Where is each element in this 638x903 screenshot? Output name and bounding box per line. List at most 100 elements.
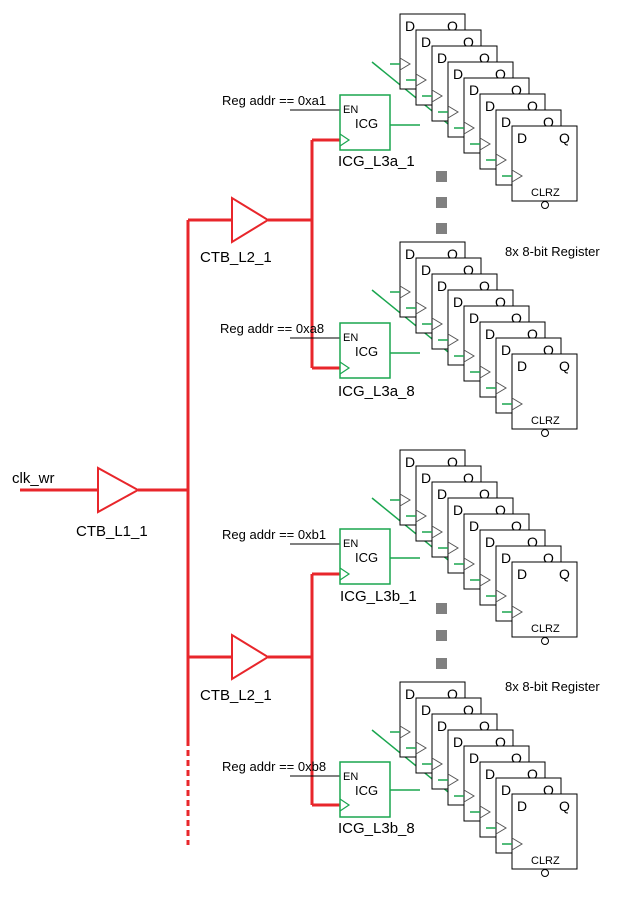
ellipsis-dot [436,171,447,182]
icg-en-pin-label: EN [343,538,358,550]
icg-clock-pin [339,798,351,812]
ctb-l1-buffer: CTB_L1_1 [76,466,148,540]
flip-flop-box [511,125,578,202]
flip-flop-d-label: D [437,718,447,734]
flip-flop-q-label: Q [511,750,522,766]
flip-flop-clock-pin [399,57,411,71]
flip-flop-q-label: Q [559,358,570,374]
ellipsis-dot [436,658,447,669]
ellipsis-dot [436,197,447,208]
icg-enable-label: Reg addr == 0xb1 [222,527,326,542]
ellipsis-dot [436,603,447,614]
flip-flop-q-label: Q [511,310,522,326]
register-caption: 8x 8-bit Register [505,244,600,259]
flip-flop-clr-label: CLRZ [531,623,560,635]
flip-flop-clock-pin [415,73,427,87]
flip-flop-clr-label: CLRZ [531,415,560,427]
flip-flop-clock-pin [511,397,523,411]
flip-flop-q-label: Q [543,550,554,566]
icg-type-label: ICG [355,783,378,798]
flip-flop-clr-label: CLRZ [531,855,560,867]
flip-flop-d-label: D [501,550,511,566]
clr-inversion-bubble [541,429,549,437]
ellipsis-dot [436,630,447,641]
flip-flop-clr-label: CLRZ [531,187,560,199]
ellipsis-dots-b [436,603,447,669]
flip-flop-clock-pin [415,301,427,315]
flip-flop-d-label: D [437,50,447,66]
flip-flop-q-label: Q [479,278,490,294]
flip-flop-d-label: D [437,278,447,294]
flip-flop-q-label: Q [543,114,554,130]
flip-flop-d-label: D [453,734,463,750]
flip-flop-q-label: Q [447,454,458,470]
flip-flop-clock-pin [447,773,459,787]
flip-flop-box [511,353,578,430]
clr-inversion-bubble [541,201,549,209]
flip-flop-d-label: D [469,750,479,766]
flip-flop-q-label: Q [463,34,474,50]
icg-en-pin-label: EN [343,332,358,344]
ctb-l1-label: CTB_L1_1 [76,523,148,540]
flip-flop-clock-pin [431,317,443,331]
flip-flop-d-label: D [453,66,463,82]
ctb-l2-a-triangle [231,196,270,244]
flip-flop-q-label: Q [495,294,506,310]
flip-flop-d-label: D [453,502,463,518]
icg-enable-label: Reg addr == 0xa8 [220,321,324,336]
icg-type-label: ICG [355,116,378,131]
flip-flop-clock-pin [463,789,475,803]
flip-flop-d-label: D [517,358,527,374]
flip-flop-d-label: D [421,262,431,278]
clr-inversion-bubble [541,637,549,645]
flip-flop-clock-pin [511,605,523,619]
flip-flop-clock-pin [479,805,491,819]
flip-flop-d-label: D [485,534,495,550]
flip-flop-clock-pin [447,541,459,555]
flip-flop-clock-pin [479,573,491,587]
flip-flop-clock-pin [511,169,523,183]
flip-flop-d-label: D [405,246,415,262]
icg-cell: Reg addr == 0xa8 EN ICG ICG_L3a_8 [220,321,415,400]
flip-flop-q-label: Q [559,798,570,814]
flip-flop-q-label: Q [543,342,554,358]
flip-flop-d-label: D [485,766,495,782]
flip-flop-q-label: Q [479,718,490,734]
clock-input-group: clk_wr [12,470,98,492]
ellipsis-dots-a [436,171,447,234]
flip-flop-d-label: D [501,114,511,130]
ctb-l2-a-label: CTB_L2_1 [200,249,272,266]
flip-flop-q-label: Q [559,130,570,146]
flip-flop-clock-pin [479,365,491,379]
flip-flop-q-label: Q [527,534,538,550]
flip-flop-clock-pin [431,89,443,103]
flip-flop-q-label: Q [511,518,522,534]
flip-flop-q-label: Q [447,18,458,34]
icg-enable-label: Reg addr == 0xa1 [222,93,326,108]
flip-flop-d-label: D [453,294,463,310]
icg-instance-label: ICG_L3a_1 [338,153,415,170]
icg-box [339,761,391,818]
flip-flop-q-label: Q [463,262,474,278]
icg-type-label: ICG [355,550,378,565]
flip-flop-clock-pin [447,105,459,119]
icg-clock-pin [339,567,351,581]
flip-flop-q-label: Q [559,566,570,582]
flip-flop-clock-pin [399,493,411,507]
flip-flop-d-label: D [405,18,415,34]
flip-flop-d-label: D [469,518,479,534]
flip-flop-q-label: Q [527,766,538,782]
register-caption: 8x 8-bit Register [505,679,600,694]
flip-flop-q-label: Q [463,702,474,718]
icg-instance-label: ICG_L3a_8 [338,383,415,400]
icg-clock-pin [339,361,351,375]
icg-cell: Reg addr == 0xb1 EN ICG ICG_L3b_1 [222,527,417,605]
flip-flop-q-label: Q [527,326,538,342]
icg-enable-label: Reg addr == 0xb8 [222,759,326,774]
icg-clock-pin [339,133,351,147]
